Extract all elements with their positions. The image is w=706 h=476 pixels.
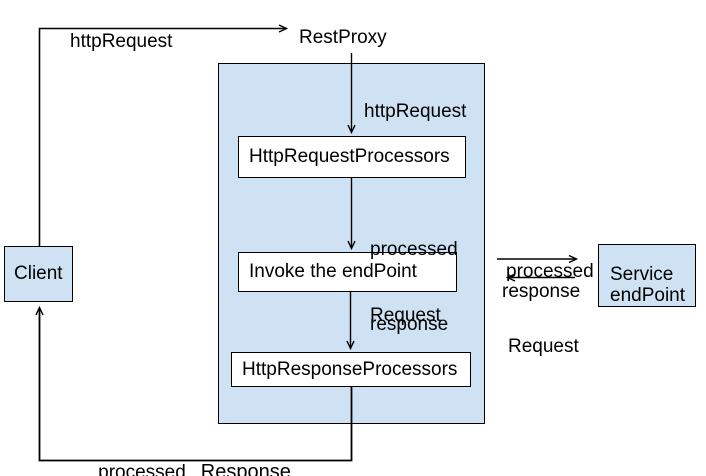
edge-label-response-right: response <box>502 281 581 302</box>
edge-label-processed-request-right: processed Request <box>506 209 594 409</box>
edge-label-processed-request-inner-line1: processed <box>370 239 458 260</box>
edge-label-httprequest-top: httpRequest <box>70 31 173 52</box>
edge-label-processed-request-right-line1: processed <box>506 261 594 282</box>
service-endpoint-label-line2: endPoint <box>610 285 686 306</box>
edge-label-processed-response-word1: processed <box>98 462 186 476</box>
edge-label-httprequest-inner: httpRequest <box>364 101 467 122</box>
client-node: Client <box>4 246 73 302</box>
http-request-processors-node: HttpRequestProcessors <box>238 136 466 178</box>
service-endpoint-label-line1: Service <box>610 264 674 285</box>
invoke-endpoint-label: Invoke the endPoint <box>249 261 417 282</box>
service-endpoint-node: Service endPoint <box>598 244 696 307</box>
restproxy-label: RestProxy <box>299 27 387 48</box>
edge-label-processed-response-word2: Response <box>200 461 291 476</box>
client-label: Client <box>14 263 63 284</box>
edge-label-response-inner: response <box>370 314 449 335</box>
edge-label-processed-request-right-line2: Request <box>508 336 579 357</box>
edge-label-processed-request-inner: processed Request <box>370 195 458 371</box>
invoke-endpoint-node: Invoke the endPoint <box>238 252 457 292</box>
edge-label-processed-request-inner-line2: Request <box>370 305 441 326</box>
edge-label-processed-response-bottom: processed Response <box>77 439 291 476</box>
service-endpoint-label: Service endPoint <box>610 264 685 306</box>
http-request-processors-label: HttpRequestProcessors <box>249 146 450 167</box>
